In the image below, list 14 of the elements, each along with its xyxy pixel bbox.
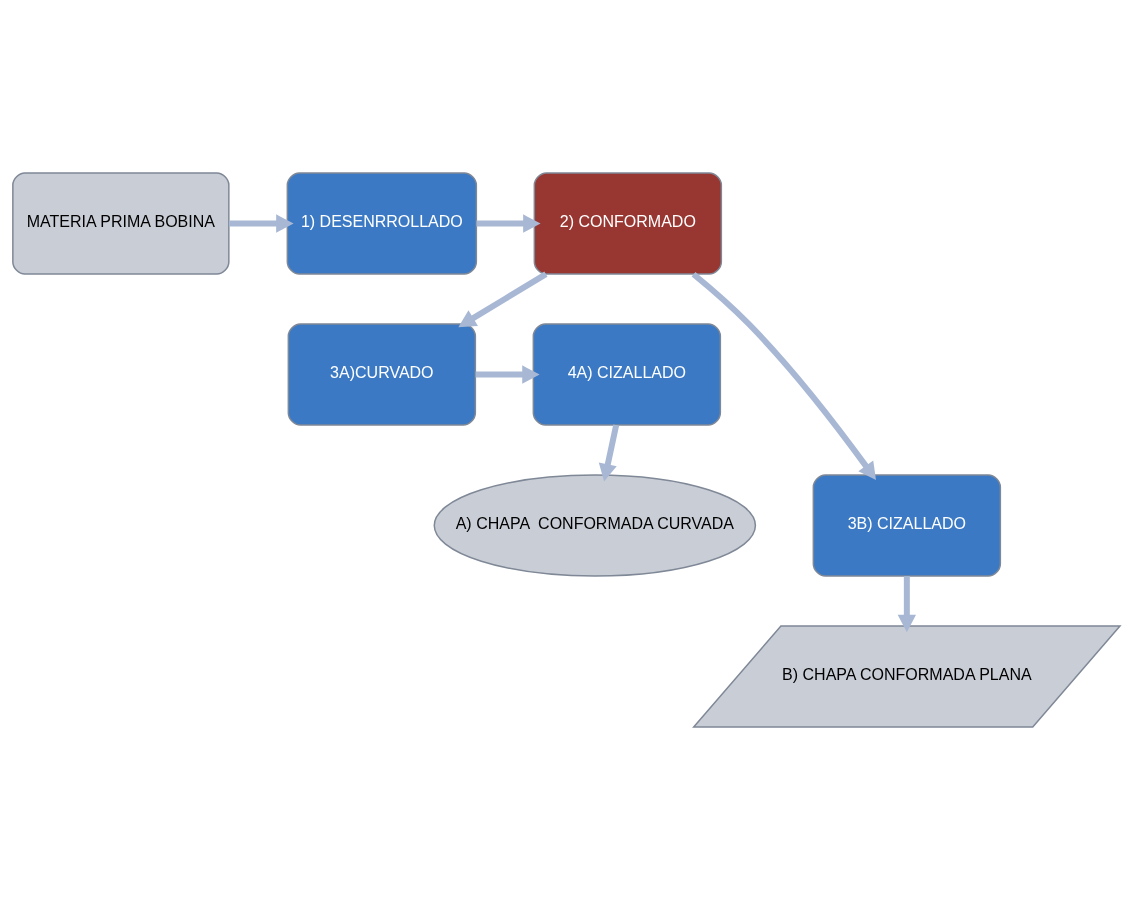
arrow [475,364,540,384]
node-box: 4A) CIZALLADO [532,322,722,426]
node-box: 2) CONFORMADO [533,171,723,275]
arrow [228,213,294,233]
node-box: 3A)CURVADO [287,322,477,426]
arrow [598,424,620,481]
node-box: MATERIA PRIMA BOBINA [12,171,230,275]
node-box: 3B) CIZALLADO [812,473,1002,577]
arrow [897,575,916,632]
node-box: 1) DESENRROLLADO [286,171,478,275]
node-ellipse: A) CHAPA CONFORMADA CURVADA [433,473,757,577]
arrow [476,213,541,233]
arrow [691,271,876,480]
arrow [458,271,548,327]
